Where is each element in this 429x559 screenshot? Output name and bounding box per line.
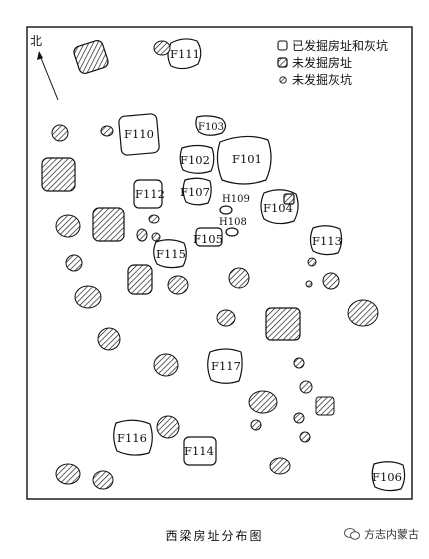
unexcavated-pit	[92, 470, 114, 490]
label-F106: F106	[372, 470, 402, 484]
legend-unexcavated-house-icon	[277, 57, 288, 68]
house-F116	[113, 419, 153, 456]
unexcavated-pit	[315, 396, 335, 416]
unexcavated-pit	[151, 232, 161, 242]
figure-caption: 西梁房址分布图	[165, 529, 264, 543]
unexcavated-pit	[100, 125, 114, 137]
house-F112	[133, 179, 163, 209]
unexcavated-pits	[51, 40, 379, 490]
label-F102: F102	[180, 153, 210, 167]
wechat-icon	[344, 528, 360, 540]
label-F101: F101	[232, 152, 262, 166]
unexcavated-pit	[136, 228, 148, 242]
house-F110	[118, 113, 160, 156]
unexcavated-pit	[293, 412, 305, 424]
legend-excavated-label: 已发掘房址和灰坑	[292, 38, 388, 53]
house-F105	[195, 227, 223, 247]
legend-unexcavated-pit-icon	[279, 76, 287, 84]
house-F101	[216, 135, 272, 185]
label-F113: F113	[312, 234, 342, 248]
unexcavated-pit	[74, 285, 102, 309]
unexcavated-pit	[269, 457, 291, 475]
legend: 已发掘房址和灰坑 未发掘房址 未发掘灰坑	[277, 38, 388, 87]
unexcavated-house	[127, 264, 153, 295]
unexcavated-pit	[153, 40, 171, 56]
unexcavated-houses	[41, 40, 301, 341]
label-F110: F110	[124, 127, 154, 141]
unexcavated-pit	[55, 214, 81, 238]
unexcavated-pit	[322, 272, 340, 290]
map-frame	[26, 26, 413, 500]
unexcavated-pit	[148, 214, 160, 224]
unexcavated-pit	[216, 309, 236, 327]
house-F106	[371, 461, 406, 492]
unexcavated-pit	[299, 431, 311, 443]
label-F103: F103	[198, 122, 224, 133]
house-F117	[207, 348, 243, 384]
house-F102	[179, 144, 215, 174]
legend-excavated-icon	[277, 40, 288, 51]
unexcavated-pit	[299, 380, 313, 394]
label-F114: F114	[184, 444, 214, 458]
unexcavated-house	[92, 207, 125, 242]
pit-H109	[219, 205, 233, 215]
unexcavated-pit	[305, 280, 313, 288]
label-F117: F117	[211, 359, 241, 373]
label-F116: F116	[117, 431, 147, 445]
legend-unexcavated-house-label: 未发掘房址	[292, 55, 352, 70]
unexcavated-house	[41, 157, 76, 192]
site-plan: 北 已发掘房址和灰坑 未发掘房址 未发掘灰坑 F111 F110 F103 F1…	[26, 26, 413, 500]
label-H108: H108	[219, 217, 247, 228]
house-F111	[167, 38, 202, 70]
house-F115	[153, 239, 187, 269]
house-F103	[195, 115, 227, 136]
label-F112: F112	[135, 187, 165, 201]
watermark-label: 方志内蒙古	[364, 528, 419, 541]
watermark: 方志内蒙古	[344, 526, 419, 542]
unexcavated-pit	[347, 299, 379, 327]
unexcavated-house	[73, 40, 109, 74]
unexcavated-pit	[97, 327, 121, 351]
label-H109: H109	[222, 194, 250, 205]
legend-unexcavated-pit-label: 未发掘灰坑	[292, 72, 352, 87]
unexcavated-house	[265, 307, 301, 341]
unexcavated-pit	[248, 390, 278, 414]
unexcavated-pit	[51, 124, 69, 142]
label-F111: F111	[170, 47, 200, 61]
house-F107	[182, 177, 212, 206]
unexcavated-pit	[307, 257, 317, 267]
unexcavated-pit	[228, 267, 250, 289]
label-F115: F115	[156, 247, 186, 261]
pit-H108	[225, 227, 239, 237]
label-F105: F105	[193, 232, 223, 246]
label-F107: F107	[180, 185, 210, 199]
excavated-features: F111 F110 F103 F102 F101 F112 F107 H109 …	[113, 38, 406, 492]
unexcavated-pit	[65, 254, 83, 272]
unexcavated-pit	[55, 463, 81, 485]
unexcavated-pit	[293, 357, 305, 369]
house-F113	[309, 225, 343, 256]
unexcavated-house	[283, 193, 295, 205]
north-arrow: 北	[30, 34, 59, 101]
unexcavated-pit	[167, 275, 189, 295]
unexcavated-pit	[156, 415, 180, 439]
unexcavated-pit	[250, 419, 262, 431]
north-label: 北	[30, 34, 42, 48]
house-F114	[183, 436, 217, 466]
unexcavated-pit	[153, 353, 179, 377]
